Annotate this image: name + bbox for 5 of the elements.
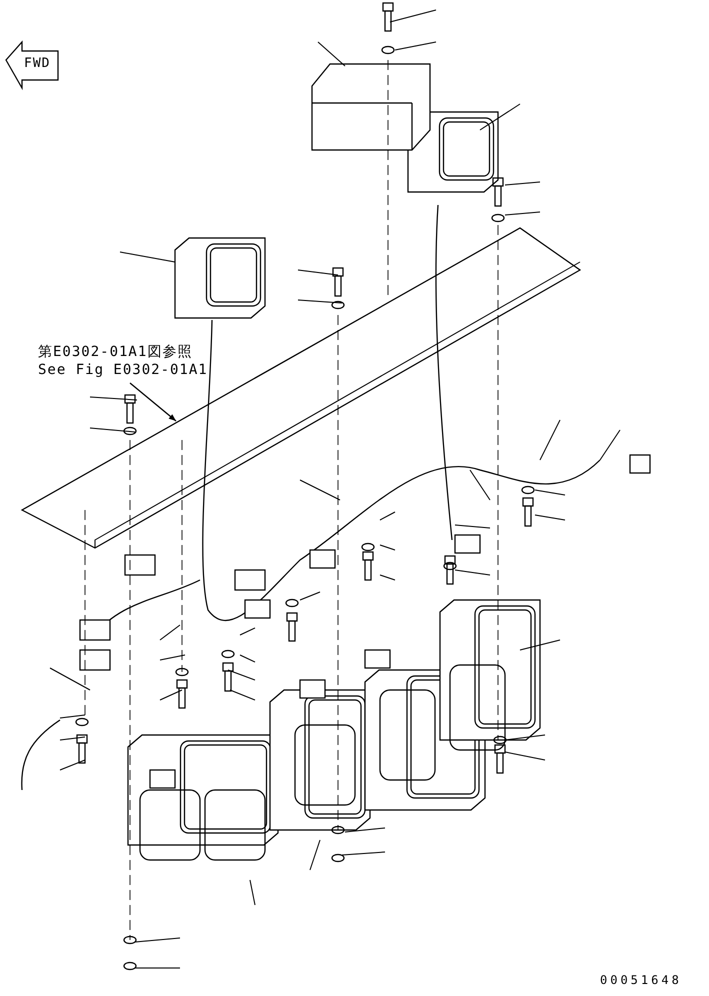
leader-arrow <box>130 382 176 422</box>
drawing-number: 00051648 <box>600 973 682 987</box>
reference-note: See Fig E0302-01A1 <box>38 362 208 378</box>
direction-label: FWD <box>24 56 50 71</box>
reference-note: 第E0302-01A1図参照 <box>38 343 192 361</box>
